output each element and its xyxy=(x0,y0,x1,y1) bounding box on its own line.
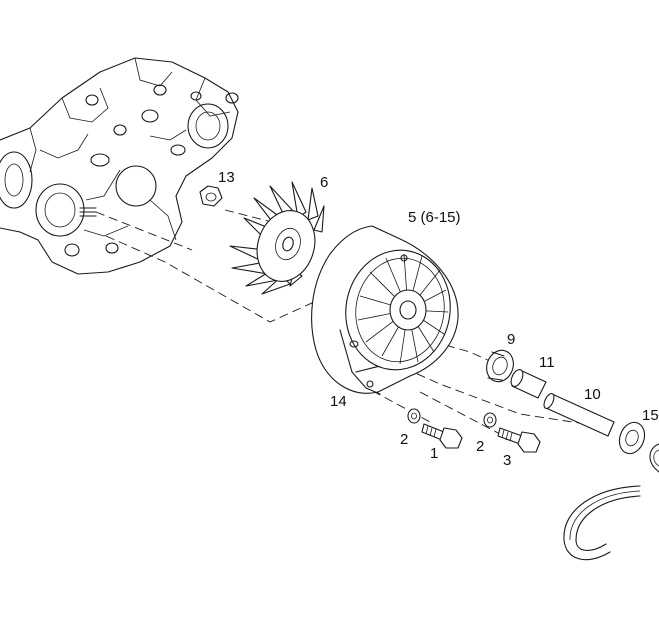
engine-block xyxy=(0,57,239,275)
callout-13: 13 xyxy=(218,169,235,186)
callout-14: 14 xyxy=(330,393,347,410)
callout-3: 3 xyxy=(503,452,511,469)
part-11-sleeve xyxy=(510,369,547,399)
part-3-bolt xyxy=(497,427,541,453)
assembly-lines xyxy=(95,209,613,435)
v-belt xyxy=(563,485,641,561)
callout-10: 10 xyxy=(584,386,601,403)
callout-2-left: 2 xyxy=(400,431,408,448)
callout-5: 5 (6-15) xyxy=(408,209,461,226)
part-2-washer-left xyxy=(407,408,421,424)
part-5-blower-housing xyxy=(311,225,459,395)
part-2-washer-right xyxy=(483,412,497,428)
part-9-bearing xyxy=(486,349,514,383)
callout-6: 6 xyxy=(320,174,328,191)
part-1-bolt xyxy=(421,423,463,449)
part-13-nut xyxy=(199,185,223,207)
part-10-shaft xyxy=(543,393,615,437)
callout-9: 9 xyxy=(507,331,515,348)
callout-1: 1 xyxy=(430,445,438,462)
circlip xyxy=(649,443,659,473)
callouts: 13 6 5 (6-15) 9 11 10 15 14 2 1 2 3 xyxy=(218,169,659,469)
callout-2-right: 2 xyxy=(476,438,484,455)
callout-15: 15 xyxy=(642,407,659,424)
part-6-fan xyxy=(229,181,325,295)
part-15-bearing xyxy=(618,421,646,455)
callout-11: 11 xyxy=(539,354,555,371)
